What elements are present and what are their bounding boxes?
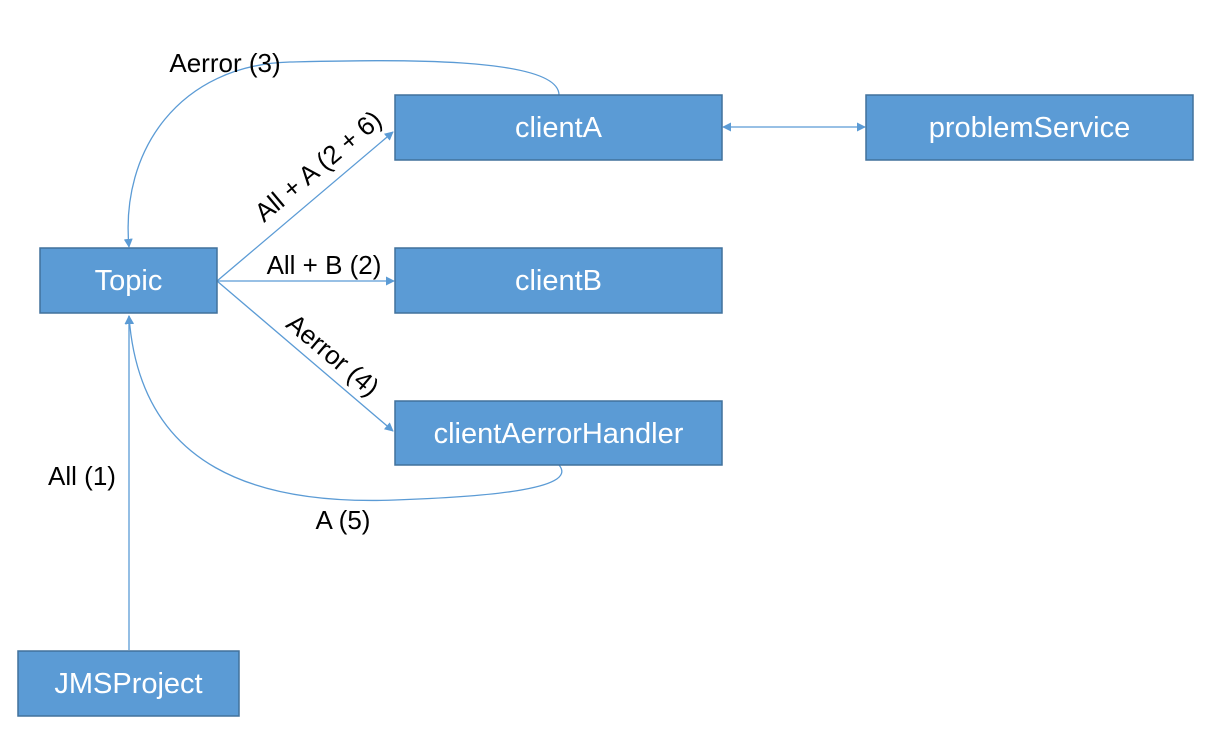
edge-topic-to-clientaerrorhandler <box>216 280 394 432</box>
edge-clientaerrorhandler-to-topic <box>125 315 563 502</box>
node-clientb-label: clientB <box>515 265 602 297</box>
edge-label-all-a-2-6: All + A (2 + 6) <box>249 104 388 227</box>
node-problemservice[interactable]: problemService <box>865 94 1194 161</box>
edge-label-a-5: A (5) <box>316 505 371 535</box>
edge-label-aerror-4: Aerror (4) <box>281 308 386 402</box>
node-clientaerrorhandler[interactable]: clientAerrorHandler <box>394 400 723 466</box>
edge-label-aerror-3: Aerror (3) <box>169 48 280 78</box>
node-clientaerrorhandler-label: clientAerrorHandler <box>434 418 684 450</box>
node-jmsproject[interactable]: JMSProject <box>17 650 240 717</box>
node-problemservice-label: problemService <box>929 112 1130 144</box>
node-jmsproject-label: JMSProject <box>54 668 202 700</box>
node-clienta-label: clientA <box>515 112 603 144</box>
node-clienta[interactable]: clientA <box>394 94 723 161</box>
edge-clienta-to-topic <box>123 60 560 248</box>
edge-label-all-1: All (1) <box>48 461 116 491</box>
node-topic-label: Topic <box>95 265 163 297</box>
node-topic[interactable]: Topic <box>39 247 218 314</box>
edge-label-all-b-2: All + B (2) <box>267 250 382 280</box>
node-clientb[interactable]: clientB <box>394 247 723 314</box>
edge-topic-to-clienta <box>216 131 394 282</box>
